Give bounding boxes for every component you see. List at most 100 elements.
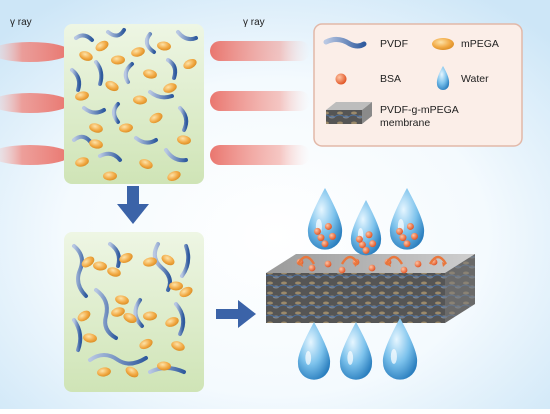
gamma-ray-label-right: γ ray	[243, 17, 265, 28]
mpega-molecule	[161, 254, 175, 266]
rejected-bsa-layer	[296, 255, 448, 274]
legend-membrane-label-1: PVDF-g-mPEGA	[380, 104, 459, 116]
feed-drop	[350, 200, 382, 256]
repulsion-arrowhead	[386, 262, 391, 267]
pvdf-chain	[180, 244, 191, 278]
pvdf-chain	[112, 102, 120, 124]
mpega-molecule	[119, 123, 133, 133]
pvdf-chain	[176, 30, 198, 42]
mpega-molecule	[95, 40, 109, 52]
pvdf-chain	[106, 28, 126, 38]
repulsion-arc	[340, 255, 360, 265]
permeate-drop	[297, 322, 331, 380]
mpega-molecule	[93, 261, 107, 271]
pvdf-chain	[74, 33, 94, 42]
pvdf-chain	[98, 151, 122, 162]
gamma-ray-label-left: γ ray	[10, 17, 32, 28]
pvdf-chain	[108, 242, 121, 268]
bsa-molecule	[362, 246, 370, 254]
legend-mpega-label: mPEGA	[461, 38, 499, 50]
bsa-molecule	[308, 264, 316, 272]
mpega-molecule	[105, 80, 119, 92]
bsa-molecule	[324, 222, 332, 230]
bsa-molecule	[400, 266, 408, 274]
mpega-molecule	[139, 338, 153, 350]
legend-water-label: Water	[461, 73, 489, 85]
gamma-rays-right	[210, 41, 310, 165]
bsa-molecule	[403, 240, 411, 248]
repulsion-arrowhead	[298, 262, 303, 267]
bsa-molecule	[355, 235, 363, 243]
bsa-molecule	[317, 234, 325, 242]
pvdf-chain	[152, 242, 172, 292]
repulsion-arc	[428, 255, 448, 265]
feed-drop	[307, 188, 343, 250]
pvdf-chain	[178, 106, 189, 132]
pvdf-chain	[123, 62, 134, 84]
mpega-molecule	[119, 253, 133, 263]
mpega-molecule	[81, 256, 95, 268]
mpega-molecule	[131, 47, 145, 57]
mpega-molecule	[169, 281, 183, 291]
legend-water-symbol	[436, 66, 450, 90]
pvdf-chain	[72, 318, 83, 352]
legend-bsa-label: BSA	[380, 73, 402, 85]
legend	[313, 23, 523, 147]
legend-bsa-symbol	[335, 73, 347, 85]
legend-membrane-symbol	[326, 102, 372, 124]
bsa-molecule	[324, 260, 332, 268]
pvdf-chain	[133, 298, 144, 328]
pvdf-chain	[134, 136, 158, 145]
mpega-molecule	[97, 367, 111, 377]
permeate-water-drops	[297, 318, 418, 380]
mpega-molecule	[177, 135, 191, 145]
mpega-molecule	[163, 83, 177, 93]
repulsion-arc	[384, 255, 404, 265]
gamma-rays-left	[0, 42, 70, 165]
mpega-molecule	[179, 286, 193, 298]
pvdf-chain	[164, 148, 188, 163]
mpega-molecule	[89, 139, 103, 149]
pvdf-chain	[148, 90, 174, 100]
bsa-molecule	[338, 266, 346, 274]
mpega-molecule	[123, 312, 137, 324]
bsa-molecule	[314, 227, 322, 235]
membrane-block	[266, 254, 475, 323]
pvdf-chain	[82, 106, 106, 115]
panel-before-contents	[70, 28, 198, 182]
pvdf-chain	[174, 302, 186, 336]
mpega-molecule	[143, 311, 157, 321]
mpega-molecule	[143, 69, 157, 79]
mpega-molecule	[143, 257, 157, 267]
mpega-molecule	[89, 123, 103, 133]
permeate-drop	[382, 318, 418, 380]
pvdf-chain	[166, 58, 178, 80]
mpega-molecule	[107, 267, 121, 277]
bsa-molecule	[368, 264, 376, 272]
bsa-molecule	[396, 227, 404, 235]
pvdf-chain	[144, 32, 156, 54]
bsa-molecule	[358, 241, 366, 249]
mpega-molecule	[125, 366, 139, 378]
mpega-molecule	[79, 51, 93, 61]
bsa-molecule	[410, 232, 418, 240]
legend-pvdf-label: PVDF	[380, 38, 409, 50]
mpega-molecule	[115, 295, 129, 305]
mpega-molecule	[83, 333, 97, 343]
mpega-molecule	[103, 171, 117, 181]
mpega-molecule	[133, 95, 147, 105]
repulsion-arc	[296, 255, 316, 265]
down-arrow	[117, 186, 149, 224]
feed-drop	[389, 188, 425, 250]
bsa-molecule	[414, 260, 422, 268]
legend-pvdf-symbol	[323, 36, 367, 49]
bsa-molecule	[399, 234, 407, 242]
pvdf-chain	[72, 244, 88, 298]
mpega-molecule	[111, 307, 125, 317]
bsa-molecule	[406, 222, 414, 230]
mpega-molecule	[157, 361, 171, 371]
repulsion-arrowhead	[442, 262, 446, 267]
mpega-molecule	[167, 170, 181, 182]
mpega-molecule	[75, 91, 89, 101]
